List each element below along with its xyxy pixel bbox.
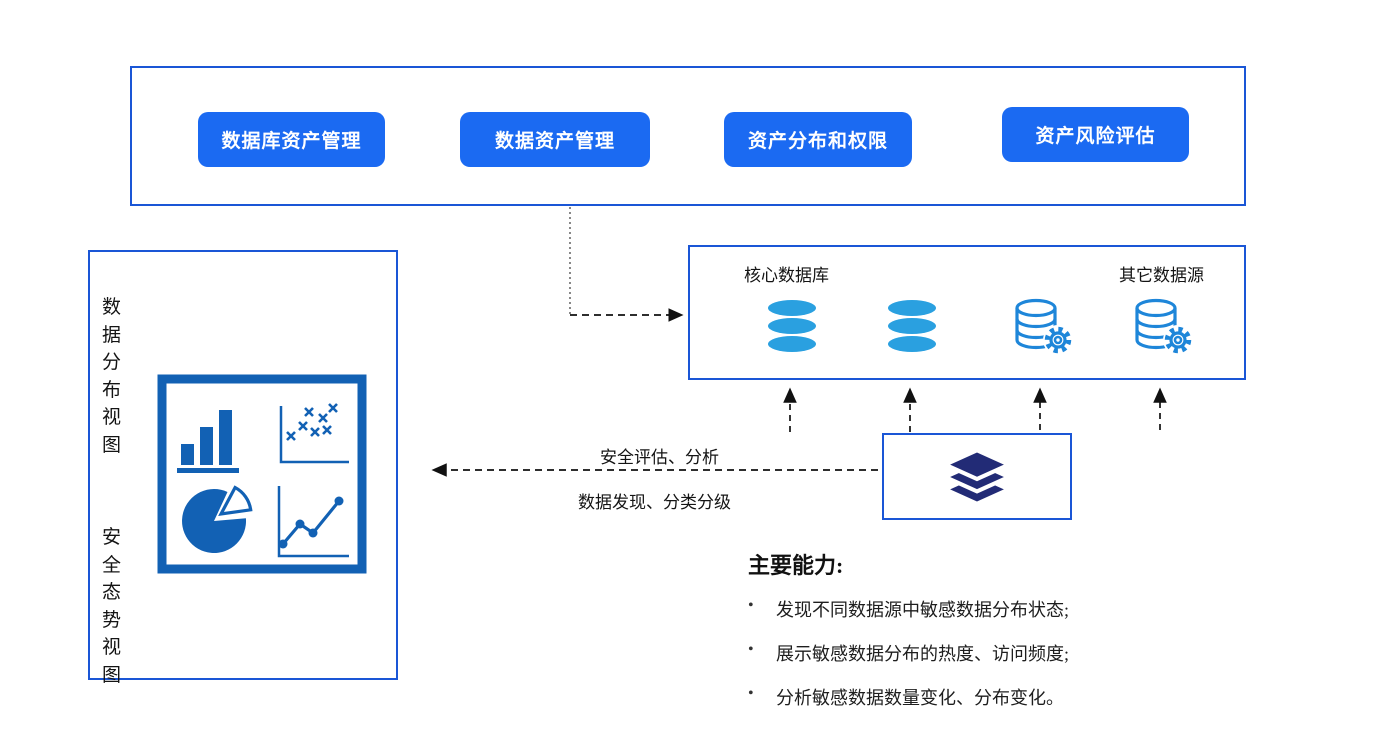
capability-text: 展示敏感数据分布的热度、访问频度; xyxy=(776,644,1069,664)
capability-button-asset-risk: 资产风险评估 xyxy=(1002,107,1189,162)
data-distribution-view-label: 数据分布视图 xyxy=(102,297,123,456)
flow-label-assessment: 安全评估、分析 xyxy=(600,448,719,467)
capability-panel: 数据库资产管理 数据资产管理 资产分布和权限 资产风险评估 xyxy=(130,66,1246,206)
bullet-icon: • xyxy=(748,597,754,614)
other-datasource-label: 其它数据源 xyxy=(1119,266,1204,285)
datasource-panel: 核心数据库 其它数据源 xyxy=(688,245,1246,380)
discovery-engine-box xyxy=(882,433,1072,520)
capabilities-block: 主要能力: • 发现不同数据源中敏感数据分布状态; • 展示敏感数据分布的热度、… xyxy=(748,548,1248,728)
layers-stack-icon xyxy=(940,447,1014,506)
database-icon xyxy=(888,300,936,352)
capabilities-title: 主要能力: xyxy=(748,553,844,578)
core-database-label: 核心数据库 xyxy=(744,266,829,285)
pie-chart-glyph xyxy=(182,485,253,554)
capability-text: 分析敏感数据数量变化、分布变化。 xyxy=(776,688,1064,708)
database-with-gear-icon xyxy=(1015,298,1073,355)
capability-button-db-asset-mgmt: 数据库资产管理 xyxy=(198,112,385,167)
capability-list-item: • 分析敏感数据数量变化、分布变化。 xyxy=(748,684,1248,710)
security-posture-view-label: 安全态势视图 xyxy=(102,527,123,686)
database-icon xyxy=(768,300,816,352)
views-panel: 数据分布视图 安全态势视图 xyxy=(88,250,398,686)
capability-list-item: • 展示敏感数据分布的热度、访问频度; xyxy=(748,640,1248,666)
capability-button-data-asset-mgmt: 数据资产管理 xyxy=(460,112,650,167)
dashboard-charts-icon xyxy=(157,374,367,574)
line-chart-glyph xyxy=(277,486,349,558)
flow-label-discovery: 数据发现、分类分级 xyxy=(578,493,731,512)
scatter-chart-glyph xyxy=(279,403,349,464)
database-with-gear-icon xyxy=(1135,298,1193,355)
bar-chart-glyph xyxy=(177,410,239,473)
capability-button-asset-distribution: 资产分布和权限 xyxy=(724,112,912,167)
capability-text: 发现不同数据源中敏感数据分布状态; xyxy=(776,600,1069,620)
capability-list-item: • 发现不同数据源中敏感数据分布状态; xyxy=(748,596,1248,622)
bullet-icon: • xyxy=(748,641,754,658)
bullet-icon: • xyxy=(748,685,754,702)
